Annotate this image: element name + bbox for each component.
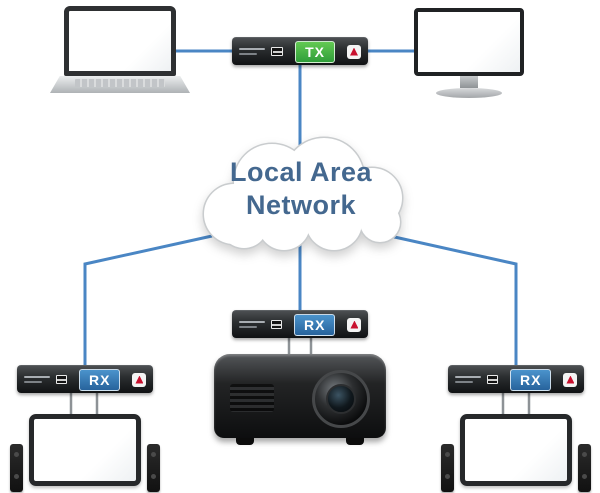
adder-logo-icon xyxy=(132,372,147,387)
display-left-screen xyxy=(29,414,141,486)
projector-vents xyxy=(230,384,274,412)
monitor-stand-base xyxy=(436,88,502,98)
device-brand-marks xyxy=(239,48,265,55)
projector-body xyxy=(214,354,386,438)
speaker-right xyxy=(147,444,160,492)
rx-device-right: RX xyxy=(448,365,584,393)
cloud-fill xyxy=(204,138,402,250)
laptop-screen xyxy=(64,6,176,76)
rx-badge: RX xyxy=(294,313,336,336)
display-right xyxy=(441,414,591,493)
usb-port-icon xyxy=(271,320,282,329)
adder-logo-icon xyxy=(347,44,361,59)
device-brand-marks xyxy=(24,376,50,383)
monitor-top xyxy=(414,8,524,98)
device-brand-marks xyxy=(239,321,265,328)
adder-logo-icon xyxy=(563,372,578,387)
projector-foot xyxy=(236,438,254,445)
projector-foot xyxy=(346,438,364,445)
lan-cloud xyxy=(202,136,404,252)
laptop-keyboard xyxy=(75,79,165,87)
link-cloud-rx-left xyxy=(83,234,213,372)
rx-badge: RX xyxy=(510,368,552,391)
monitor-top-screen xyxy=(414,8,524,76)
rx-badge: RX xyxy=(79,368,121,391)
laptop-base xyxy=(50,76,190,93)
device-brand-marks xyxy=(455,376,481,383)
speaker-left xyxy=(441,444,454,492)
cloud-label: Local Area Network xyxy=(229,157,373,220)
tx-device: TX xyxy=(232,37,368,65)
usb-port-icon xyxy=(487,375,498,384)
speaker-left xyxy=(10,444,23,492)
rx-device-center: RX xyxy=(232,310,368,338)
rx-device-left: RX xyxy=(17,365,153,393)
tx-badge: TX xyxy=(295,40,335,63)
monitor-stand-neck xyxy=(460,76,478,88)
speaker-right xyxy=(578,444,591,492)
laptop xyxy=(50,6,190,93)
display-left xyxy=(10,414,160,493)
display-right-screen xyxy=(460,414,572,486)
projector-lens xyxy=(312,370,370,428)
projector xyxy=(214,354,386,450)
usb-port-icon xyxy=(271,47,284,56)
usb-port-icon xyxy=(56,375,67,384)
link-cloud-rx-right xyxy=(389,234,518,372)
adder-logo-icon xyxy=(347,317,362,332)
